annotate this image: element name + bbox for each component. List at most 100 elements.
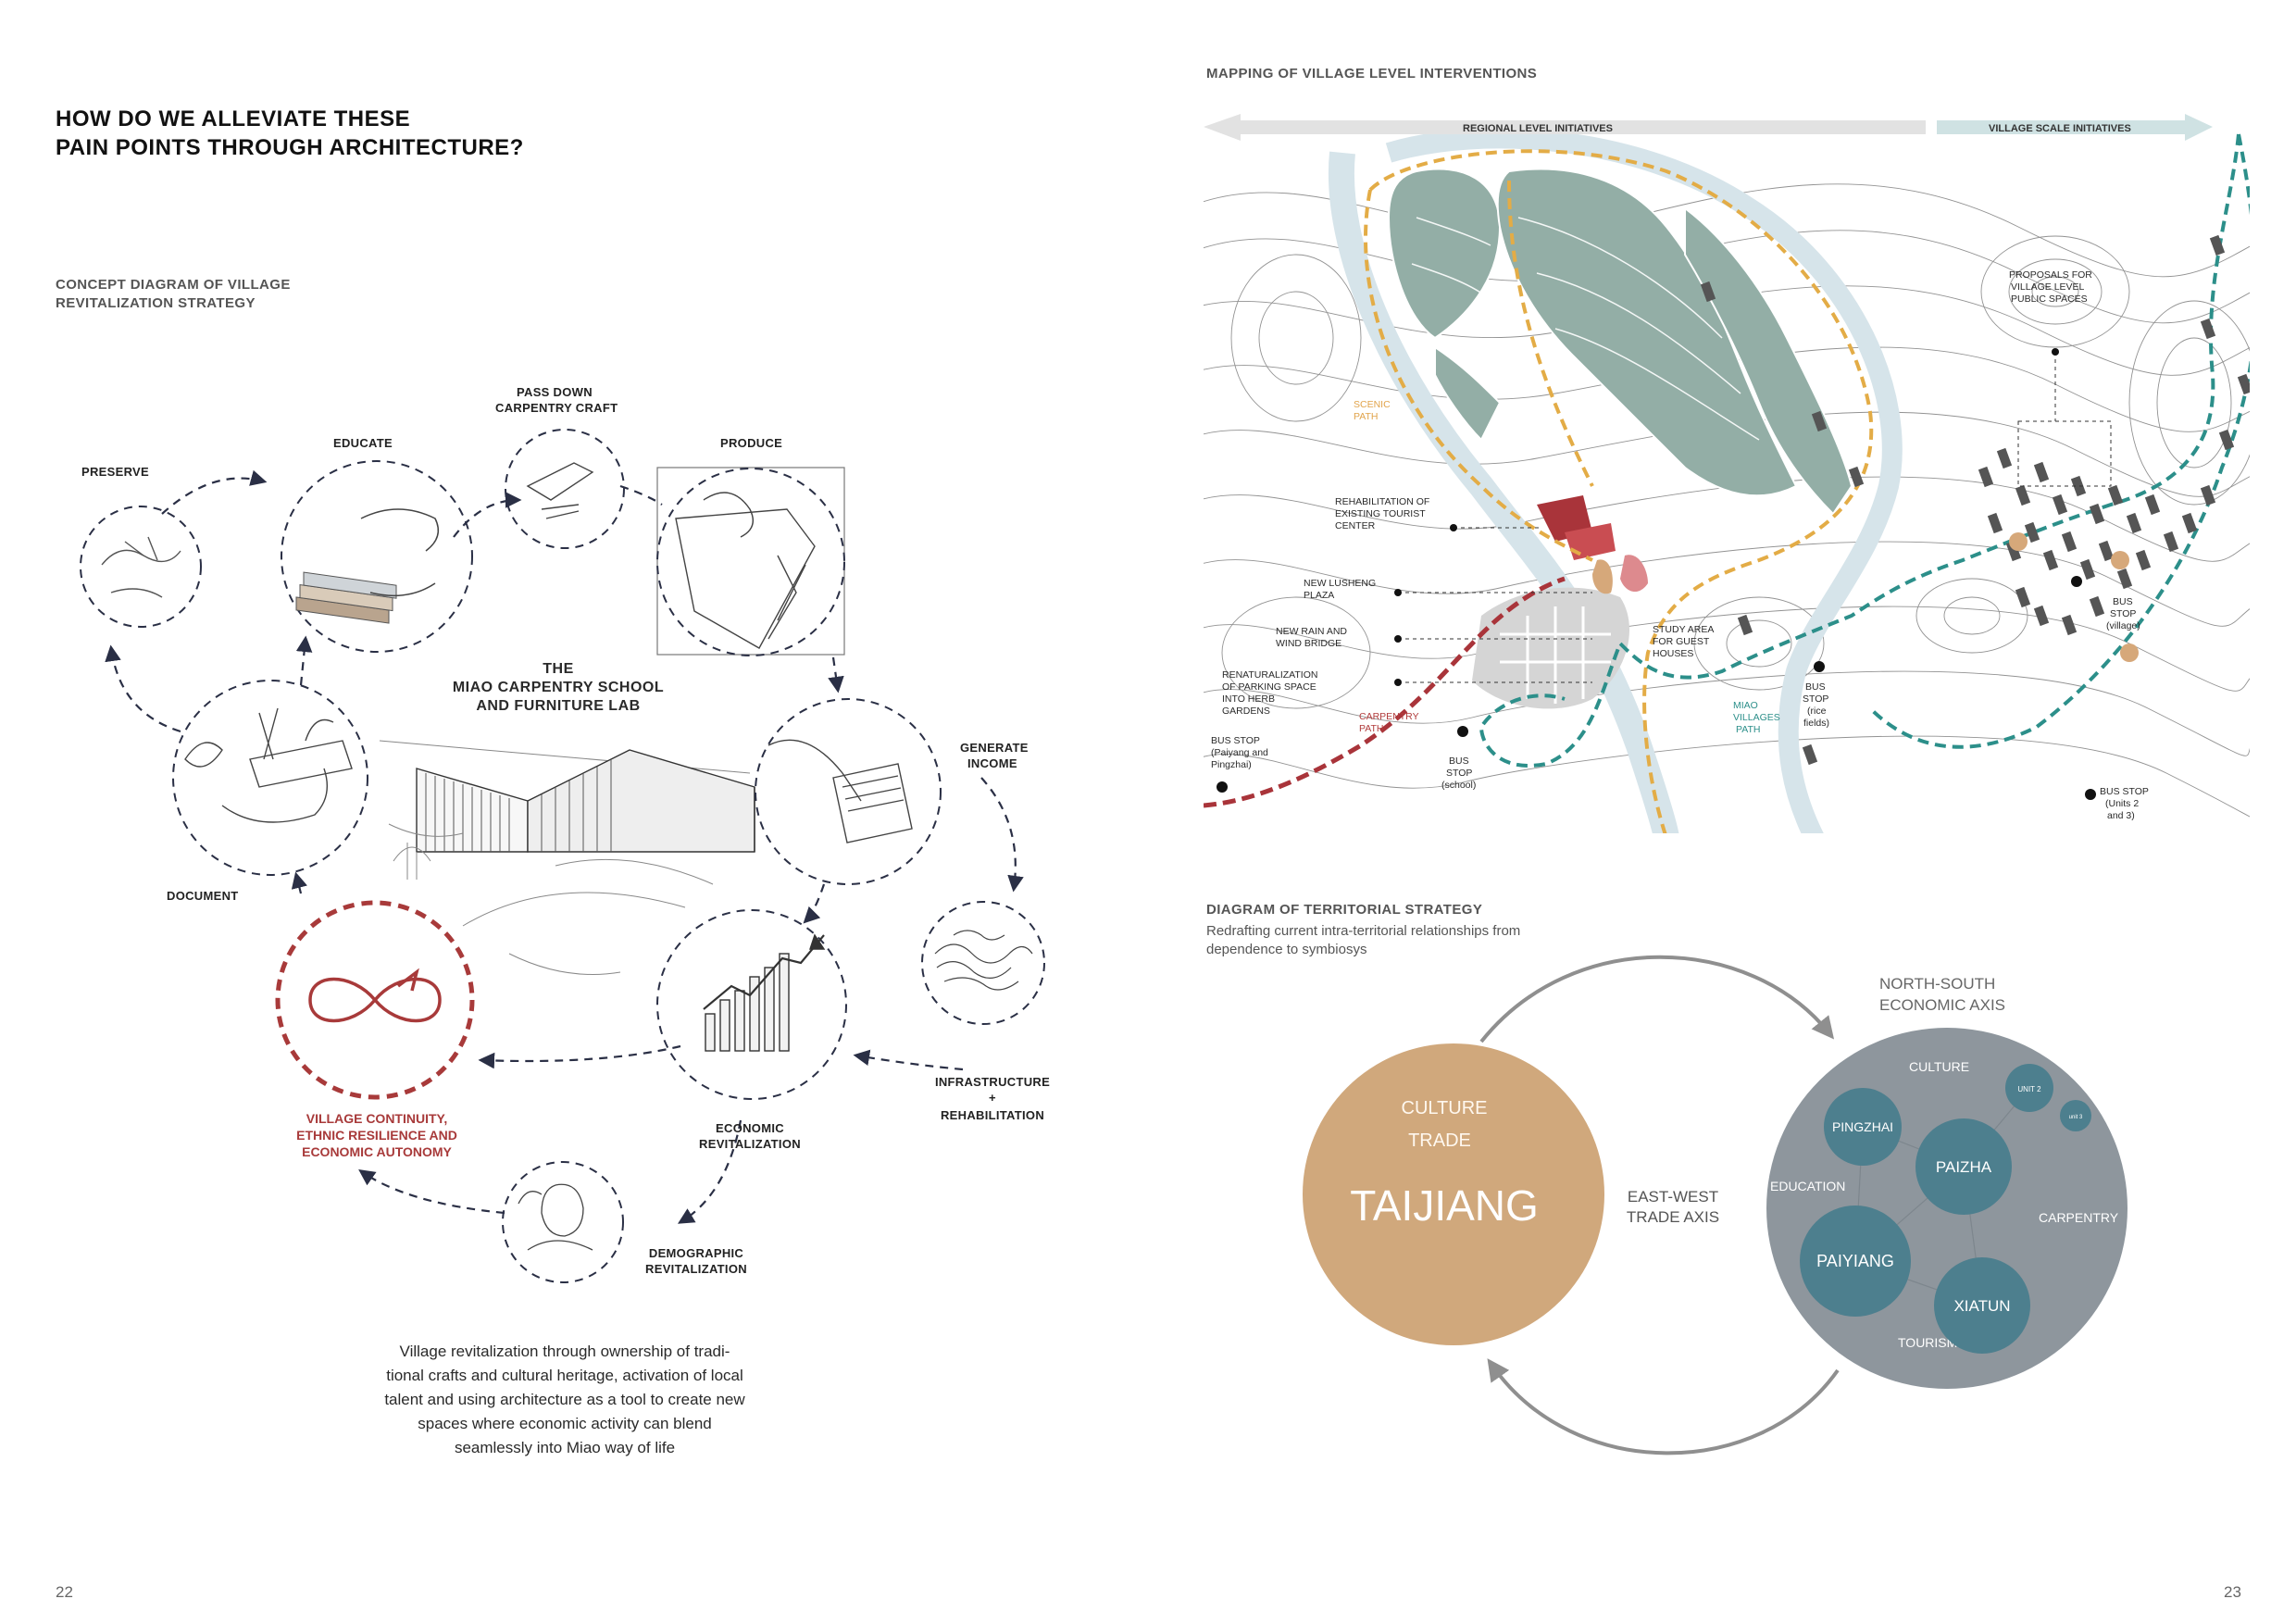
bus3-label-3: (rice bbox=[1807, 706, 1827, 717]
educate-circle bbox=[281, 461, 472, 652]
bus1-label-1: BUS STOP bbox=[1211, 735, 1260, 746]
ns-axis-label-2: ECONOMIC AXIS bbox=[1879, 996, 2005, 1014]
concept-diagram: PRESERVE EDUCATE PASS DOWN CARPENTRY CRA… bbox=[0, 352, 1148, 1315]
label-demo-1: DEMOGRAPHIC bbox=[649, 1246, 744, 1260]
concept-title-line-1: CONCEPT DIAGRAM OF VILLAGE bbox=[56, 276, 291, 294]
arrow-top bbox=[1481, 957, 1828, 1042]
concept-title-line-2: REVITALIZATION STRATEGY bbox=[56, 294, 291, 313]
drawing-illustration bbox=[185, 708, 352, 822]
cluster-culture: CULTURE bbox=[1909, 1059, 1969, 1074]
label-vc-2: ETHNIC RESILIENCE AND bbox=[296, 1128, 457, 1143]
label-infra-1: INFRASTRUCTURE bbox=[935, 1075, 1050, 1089]
produce-frame bbox=[657, 468, 844, 655]
rehab-label-1: REHABILITATION OF bbox=[1335, 496, 1429, 507]
proposals-label-1: PROPOSALS FOR bbox=[2009, 269, 2092, 281]
terrain-illustration bbox=[935, 931, 1032, 990]
ew-axis-label-1: EAST-WEST bbox=[1628, 1188, 1718, 1206]
label-preserve: PRESERVE bbox=[81, 465, 149, 479]
village-banner-label: VILLAGE SCALE INITIATIVES bbox=[1989, 123, 2131, 134]
bus1-label-2: (Paiyang and bbox=[1211, 747, 1268, 758]
school-label-1: THE bbox=[543, 661, 574, 677]
bridge-label-1: NEW RAIN AND bbox=[1276, 626, 1347, 637]
infrastructure-circle bbox=[922, 902, 1044, 1024]
bus2-label-1: BUS bbox=[1449, 756, 1469, 767]
wallet-illustration bbox=[768, 740, 912, 843]
bus4-label-3: (village) bbox=[2106, 620, 2140, 631]
label-pass-down-2: CARPENTRY CRAFT bbox=[495, 401, 618, 415]
label-demo-2: REVITALIZATION bbox=[645, 1262, 747, 1276]
pass-down-circle bbox=[505, 430, 624, 548]
renat-label-2: OF PARKING SPACE bbox=[1222, 681, 1316, 693]
label-econ-2: REVITALIZATION bbox=[699, 1137, 801, 1151]
label-econ-1: ECONOMIC bbox=[716, 1121, 784, 1135]
title-line-1: HOW DO WE ALLEVIATE THESE bbox=[56, 105, 704, 133]
label-document: DOCUMENT bbox=[167, 889, 239, 903]
node-paizha-label: PAIZHA bbox=[1936, 1158, 1992, 1176]
miao-label-1: MIAO bbox=[1733, 700, 1758, 711]
page-number-left: 22 bbox=[56, 1583, 73, 1602]
taijiang-name: TAIJIANG bbox=[1350, 1181, 1539, 1230]
ew-axis-label-2: TRADE AXIS bbox=[1627, 1208, 1719, 1226]
bus5-label-3: and 3) bbox=[2107, 810, 2135, 821]
rehab-label-3: CENTER bbox=[1335, 520, 1376, 531]
portrait-illustration bbox=[518, 1184, 593, 1250]
school-label-3: AND FURNITURE LAB bbox=[476, 698, 640, 714]
renat-label-4: GARDENS bbox=[1222, 706, 1270, 717]
village-map: REGIONAL LEVEL INITIATIVES VILLAGE SCALE… bbox=[1204, 97, 2250, 833]
miao-label-3: PATH bbox=[1736, 724, 1760, 735]
school-label-2: MIAO CARPENTRY SCHOOL bbox=[453, 680, 664, 695]
produce-circle bbox=[657, 468, 844, 656]
proposals-label-2: VILLAGE LEVEL bbox=[2011, 281, 2085, 293]
lusheng-label-2: PLAZA bbox=[1304, 590, 1334, 601]
title-line-2: PAIN POINTS THROUGH ARCHITECTURE? bbox=[56, 133, 704, 162]
node-unit-2-label: UNIT 2 bbox=[2017, 1085, 2041, 1093]
bus3-label-2: STOP bbox=[1803, 693, 1828, 705]
study-label-2: FOR GUEST bbox=[1653, 636, 1710, 647]
school-building bbox=[380, 741, 755, 975]
sawing-illustration bbox=[676, 493, 815, 648]
label-infra-3: REHABILITATION bbox=[941, 1108, 1044, 1122]
node-unit-3-label: unit 3 bbox=[2069, 1115, 2083, 1120]
ns-axis-label-1: NORTH-SOUTH bbox=[1879, 975, 1995, 993]
page-number-right: 23 bbox=[2224, 1583, 2241, 1602]
bus1-label-3: Pingzhai) bbox=[1211, 759, 1252, 770]
label-generate-1: GENERATE bbox=[960, 741, 1029, 755]
renat-label-3: INTO HERB bbox=[1222, 693, 1275, 705]
miao-label-2: VILLAGES bbox=[1733, 712, 1780, 723]
page-title: HOW DO WE ALLEVIATE THESE PAIN POINTS TH… bbox=[56, 105, 704, 162]
cluster-carpentry: CARPENTRY bbox=[2039, 1210, 2119, 1225]
label-vc-3: ECONOMIC AUTONOMY bbox=[302, 1144, 452, 1159]
bus2-label-2: STOP bbox=[1446, 768, 1472, 779]
taijiang-culture: CULTURE bbox=[1402, 1098, 1488, 1118]
bus2-label-3: (school) bbox=[1441, 780, 1476, 791]
label-generate-2: INCOME bbox=[967, 756, 1017, 770]
arrow-bottom bbox=[1492, 1366, 1838, 1453]
lusheng-label-1: NEW LUSHENG bbox=[1304, 578, 1376, 589]
carpentry-label-2: PATH bbox=[1359, 723, 1383, 734]
study-label-3: HOUSES bbox=[1653, 648, 1693, 659]
bus5-label-1: BUS STOP bbox=[2100, 786, 2149, 797]
caption: Village revitalization through ownership… bbox=[380, 1340, 750, 1460]
label-infra-2: + bbox=[989, 1091, 996, 1105]
label-produce: PRODUCE bbox=[720, 436, 782, 450]
bus3-label-1: BUS bbox=[1805, 681, 1826, 693]
cluster-education: EDUCATION bbox=[1770, 1179, 1845, 1193]
growth-chart-illustration bbox=[704, 935, 824, 1051]
tools-illustration bbox=[528, 463, 593, 518]
study-label-1: STUDY AREA bbox=[1653, 624, 1714, 635]
scenic-label-2: PATH bbox=[1354, 411, 1378, 422]
regional-banner-label: REGIONAL LEVEL INITIATIVES bbox=[1463, 123, 1613, 134]
document-circle bbox=[173, 681, 368, 875]
books-illustration bbox=[296, 509, 438, 623]
territorial-diagram: CULTURE TRADE TAIJIANG EAST-WEST TRADE A… bbox=[1278, 935, 2148, 1491]
renat-label-1: RENATURALIZATION bbox=[1222, 669, 1317, 681]
infinity-icon bbox=[310, 980, 440, 1021]
node-pingzhai-label: PINGZHAI bbox=[1832, 1119, 1893, 1134]
taijiang-trade: TRADE bbox=[1408, 1131, 1471, 1151]
concept-diagram-title: CONCEPT DIAGRAM OF VILLAGE REVITALIZATIO… bbox=[56, 276, 291, 313]
bridge-label-2: WIND BRIDGE bbox=[1276, 638, 1341, 649]
carpentry-label-1: CARPENTRY bbox=[1359, 711, 1419, 722]
preserve-circle bbox=[81, 506, 201, 627]
generate-income-circle bbox=[755, 699, 941, 884]
label-pass-down-1: PASS DOWN bbox=[517, 385, 593, 399]
